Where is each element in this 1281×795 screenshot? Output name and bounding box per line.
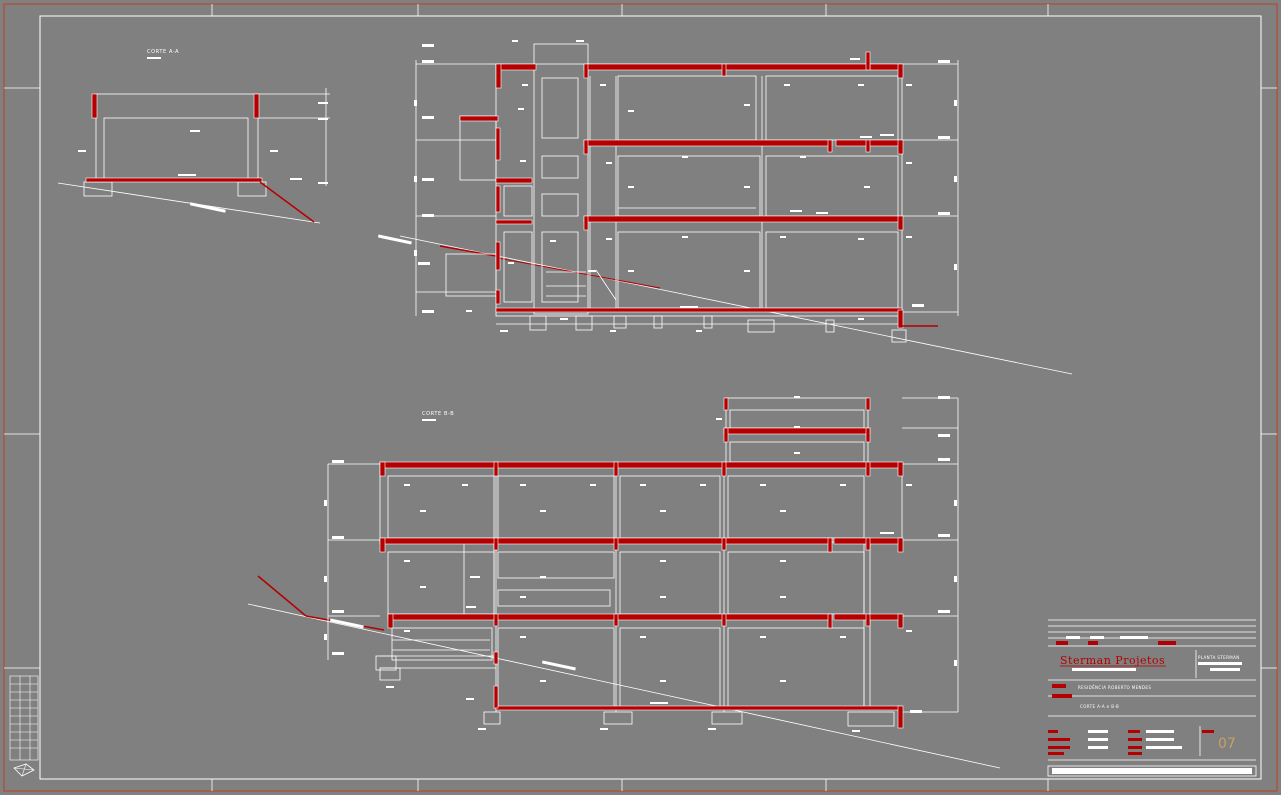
compass-icon [13,763,35,777]
company-sub: PLANTA STERMAN [1198,655,1240,660]
sheet-content: CORTE A-A e B-B [1080,704,1119,709]
section-a-small: CORTE A-A [57,49,330,224]
section-a-main [377,40,1073,375]
section-b-main: CORTE B-B [247,396,1001,769]
section-a-label: CORTE A-A [147,49,179,55]
sheet-number: 07 [1218,736,1236,752]
company-name: Sterman Projetos [1060,654,1165,667]
sheet-border [3,3,1278,792]
section-b-label: CORTE B-B [422,411,454,417]
title-block: Sterman Projetos PLANTA STERMAN RESIDÊNC… [1047,619,1257,777]
project-name: RESIDÊNCIA ROBERTO MENDES [1078,685,1151,690]
revision-table [9,675,39,777]
